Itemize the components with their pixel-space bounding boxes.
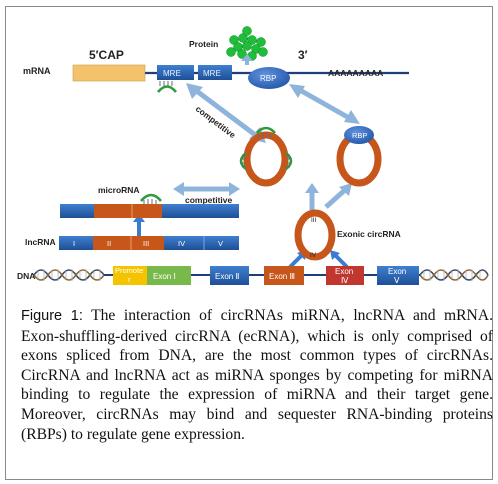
sponge-mirna-left-ticks: [241, 154, 246, 168]
lncrna-mirna: [140, 193, 162, 202]
protein-cluster: [226, 26, 268, 61]
lncrna-segment-5: V: [218, 239, 223, 248]
rbp-circle-label: RBP: [352, 131, 367, 140]
exon5-segment: [377, 266, 419, 285]
exon1-segment: [147, 266, 191, 285]
lncrna-segment-1: I: [73, 239, 75, 248]
exon3-label: Exon Ⅲ: [269, 272, 295, 281]
protein-arrow-head: [241, 54, 253, 61]
lncrna-bar-upper: [60, 204, 239, 218]
cap-segment: [72, 64, 146, 82]
mirna-on-mre-ticks: [159, 81, 173, 86]
protein-label: Protein: [189, 39, 218, 49]
mre-segment-1: [157, 65, 194, 80]
promoter-segment: [113, 266, 147, 285]
dna-label: DNA: [17, 271, 35, 281]
sponge-mirna-top: [256, 126, 276, 134]
microrna-label: microRNA: [98, 185, 140, 195]
poly-a-label: AAAAAAAAA: [328, 68, 383, 78]
rbp-on-circrna: [344, 126, 374, 144]
circrna-interaction-diagram: mRNA 5′CAP MRE MRE Protein 3′ RBP AAAAAA…: [17, 26, 489, 285]
circ-exon4-label: IV: [310, 252, 317, 259]
exonic-circrna-label: Exonic circRNA: [337, 229, 401, 239]
exon2-label: Exon Ⅱ: [215, 272, 239, 281]
lncrna-segment-4: IV: [178, 239, 185, 248]
lncrna-segment-3: III: [143, 239, 149, 248]
lncrna-label: lncRNA: [25, 237, 56, 247]
lncrna-bar-segments: [59, 236, 239, 250]
lncrna-segment-2: II: [107, 239, 111, 248]
figure-caption: Figure 1: The interaction of circRNAs mi…: [21, 306, 493, 444]
exon2-segment: [210, 266, 249, 285]
exon3-segment: [264, 266, 304, 285]
caption-text: The interaction of circRNAs miRNA, lncRN…: [21, 307, 493, 443]
three-prime-label: 3′: [298, 48, 308, 62]
competitive-upper-label: competitive: [194, 104, 238, 141]
sponge-mirna-right-ticks: [286, 154, 291, 168]
exonic-circrna-ring: [294, 209, 336, 261]
mre-label-2: MRE: [203, 69, 221, 78]
mre-label-1: MRE: [163, 69, 181, 78]
circrna-sponge-ring: [243, 131, 289, 187]
circ-to-rbp-arrow: [324, 183, 352, 209]
caption-figure-label: Figure 1:: [21, 308, 83, 324]
mirna-on-mre: [156, 85, 178, 93]
cap-label: 5′CAP: [89, 48, 124, 62]
sponge-mirna-right: [285, 151, 293, 171]
microrna-competitive-arrow: [173, 182, 240, 196]
exon4-to-circ-arrow: [330, 250, 349, 269]
mrna-label: mRNA: [23, 66, 51, 76]
rbp-on-mrna: [248, 67, 290, 89]
sponge-mirna-left: [239, 151, 247, 171]
sponge-mirna-top-ticks: [258, 133, 272, 138]
mre-segment-2: [198, 65, 232, 80]
circ-to-sponge-arrow: [305, 183, 319, 210]
exon4-segment: [326, 266, 364, 285]
rbp-main-label: RBP: [260, 74, 276, 83]
rbp-arrow-diagonal: [289, 84, 360, 124]
competitive-lower-label: competitive: [185, 195, 233, 205]
circ-exon3-label: III: [311, 217, 317, 224]
dna-helix-left: [33, 269, 105, 281]
dna-helix-right: [419, 269, 489, 281]
figure-frame: mRNA 5′CAP MRE MRE Protein 3′ RBP AAAAAA…: [5, 6, 493, 480]
exon1-label: Exon Ⅰ: [153, 272, 176, 281]
